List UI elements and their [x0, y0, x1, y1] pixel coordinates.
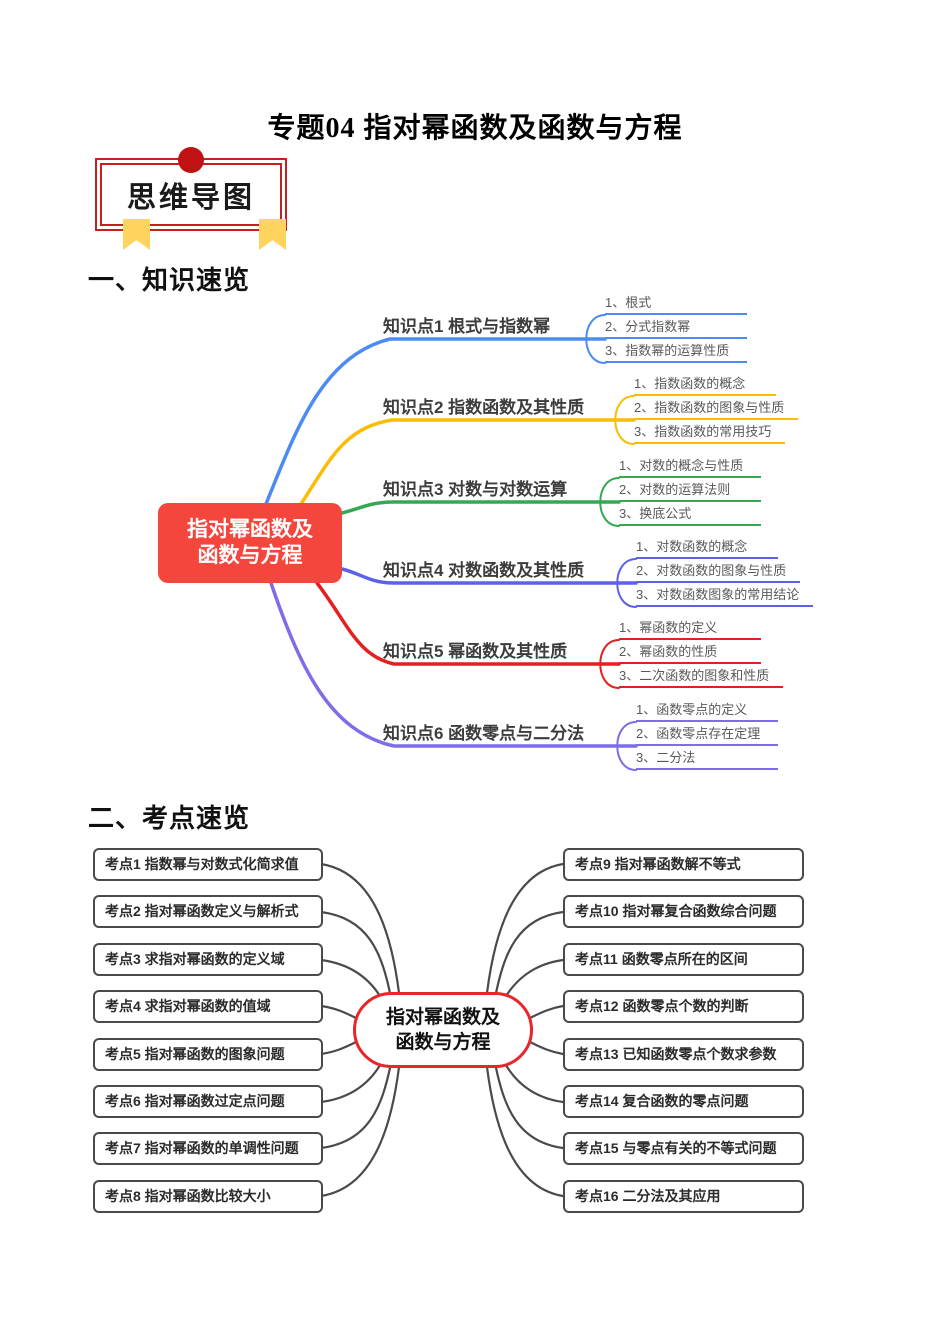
connector-box-1	[319, 862, 401, 995]
branch-5-brace	[599, 639, 620, 689]
exam-box-14: 考点14 复合函数的零点问题	[563, 1085, 804, 1118]
branch-3-item-1: 1、对数的概念与性质	[619, 458, 761, 478]
knowledge-center-node: 指对幂函数及 函数与方程	[158, 503, 342, 583]
branch-3-item-3: 3、换底公式	[619, 506, 761, 526]
exam-box-13: 考点13 已知函数零点个数求参数	[563, 1038, 804, 1071]
knowledge-center-line2: 函数与方程	[197, 544, 303, 567]
knowledge-center-line1: 指对幂函数及	[187, 518, 313, 541]
branch-3-line	[340, 500, 621, 515]
connector-box-15	[493, 1061, 565, 1150]
exam-center-line2: 函数与方程	[395, 1032, 491, 1053]
exam-box-16: 考点16 二分法及其应用	[563, 1180, 804, 1213]
mindmap-badge: 思维导图	[95, 147, 287, 250]
section-heading-knowledge: 一、知识速览	[88, 266, 251, 295]
branch-4-brace	[616, 558, 637, 608]
branch-1-label: 知识点1 根式与指数幂	[383, 317, 551, 336]
exam-box-1: 考点1 指数幂与对数式化简求值	[93, 848, 323, 881]
exam-center-node: 指对幂函数及 函数与方程	[353, 992, 533, 1068]
exam-box-10: 考点10 指对幂复合函数综合问题	[563, 895, 804, 928]
connector-box-14	[500, 1056, 565, 1104]
branch-3-brace	[599, 477, 620, 527]
branch-4-item-3: 3、对数函数图象的常用结论	[636, 587, 814, 607]
branch-5-label: 知识点5 幂函数及其性质	[383, 642, 568, 661]
connector-box-16	[485, 1065, 565, 1198]
branch-4-item-2: 2、对数函数的图象与性质	[636, 563, 801, 583]
branch-6-item-1: 1、函数零点的定义	[636, 702, 778, 722]
branch-6-item-2: 2、函数零点存在定理	[636, 726, 778, 746]
connector-box-5	[319, 1040, 358, 1056]
exam-box-9: 考点9 指对幂函数解不等式	[563, 848, 804, 881]
branch-5-item-2: 2、幂函数的性质	[619, 644, 761, 664]
branch-1-item-3: 3、指数幂的运算性质	[605, 343, 747, 363]
branch-2-item-3: 3、指数函数的常用技巧	[634, 424, 786, 444]
connector-box-2	[319, 910, 393, 1000]
exam-box-4: 考点4 求指对幂函数的值域	[93, 990, 323, 1023]
branch-1-item-2: 2、分式指数幂	[605, 319, 747, 339]
branch-5-item-1: 1、幂函数的定义	[619, 620, 761, 640]
branch-4-item-1: 1、对数函数的概念	[636, 539, 778, 559]
branch-3-label: 知识点3 对数与对数运算	[383, 480, 568, 499]
connector-box-12	[528, 1004, 565, 1020]
branch-6-brace	[616, 721, 637, 771]
branch-6-line	[269, 581, 638, 748]
exam-box-5: 考点5 指对幂函数的图象问题	[93, 1038, 323, 1071]
connector-box-9	[485, 862, 565, 995]
branch-1-brace	[585, 314, 606, 364]
branch-4-label: 知识点4 对数函数及其性质	[383, 561, 585, 580]
branch-6-item-3: 3、二分法	[636, 750, 778, 770]
section-heading-exam: 二、考点速览	[88, 804, 251, 833]
branch-2-item-1: 1、指数函数的概念	[634, 376, 776, 396]
connector-box-8	[319, 1065, 401, 1198]
branch-1-item-1: 1、根式	[605, 295, 747, 315]
badge-label: 思维导图	[126, 181, 255, 214]
page-title: 专题04 指对幂函数及函数与方程	[267, 113, 683, 144]
connector-box-10	[493, 910, 565, 1000]
branch-2-brace	[614, 395, 635, 445]
exam-box-15: 考点15 与零点有关的不等式问题	[563, 1132, 804, 1165]
exam-box-11: 考点11 函数零点所在的区间	[563, 943, 804, 976]
branch-2-label: 知识点2 指数函数及其性质	[383, 398, 585, 417]
exam-box-8: 考点8 指对幂函数比较大小	[93, 1180, 323, 1213]
branch-2-item-2: 2、指数函数的图象与性质	[634, 400, 799, 420]
exam-center-line1: 指对幂函数及	[385, 1007, 500, 1028]
branch-6-label: 知识点6 函数零点与二分法	[383, 724, 585, 743]
badge-ribbon-left-icon	[123, 219, 150, 250]
exam-box-12: 考点12 函数零点个数的判断	[563, 990, 804, 1023]
exam-box-6: 考点6 指对幂函数过定点问题	[93, 1085, 323, 1118]
exam-box-2: 考点2 指对幂函数定义与解析式	[93, 895, 323, 928]
exam-box-7: 考点7 指对幂函数的单调性问题	[93, 1132, 323, 1165]
branch-5-item-3: 3、二次函数的图象和性质	[619, 668, 784, 688]
exam-box-3: 考点3 求指对幂函数的定义域	[93, 943, 323, 976]
connector-box-13	[528, 1040, 565, 1056]
connector-box-7	[319, 1061, 393, 1150]
branch-3-item-2: 2、对数的运算法则	[619, 482, 761, 502]
badge-ribbon-right-icon	[259, 219, 286, 250]
connector-box-4	[319, 1004, 358, 1020]
badge-circle-icon	[178, 147, 204, 173]
